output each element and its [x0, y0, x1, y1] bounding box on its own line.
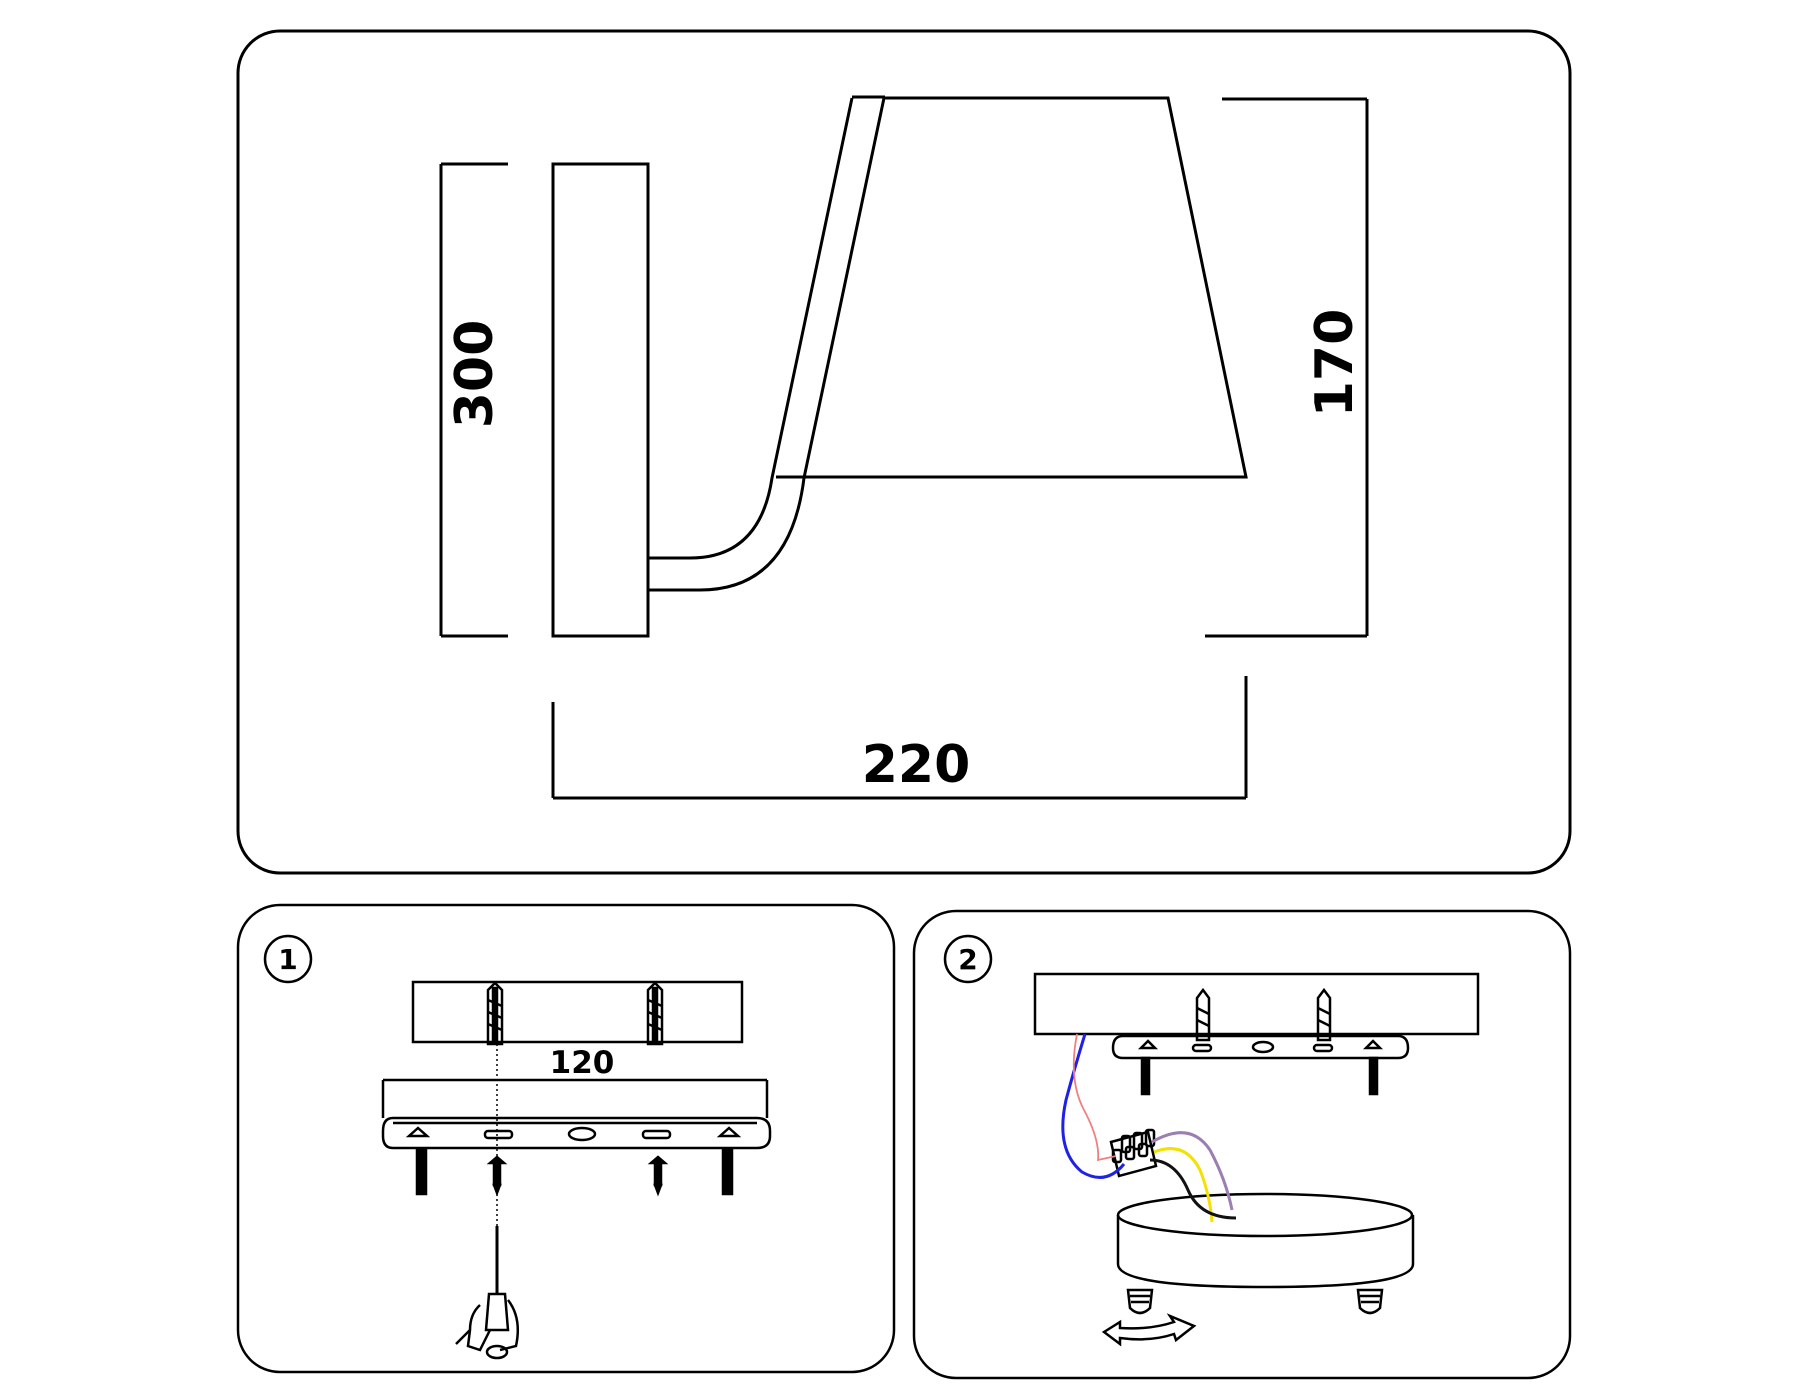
step2-dowel-left — [1195, 987, 1211, 1042]
height-dimension-line — [439, 162, 508, 638]
step2-wall — [1033, 972, 1480, 1036]
step1-spacing-bracket — [381, 1078, 769, 1118]
step2-panel — [912, 909, 1572, 1380]
step1-panel-frame — [236, 903, 896, 1374]
wall-dowel-left — [486, 981, 504, 1046]
terminal-block-icon — [1109, 1128, 1158, 1178]
mounting-bar-slot-right — [641, 1129, 672, 1140]
base-screw-right — [1356, 1288, 1384, 1315]
wires — [1061, 1033, 1237, 1223]
step2-number-circle — [943, 934, 993, 984]
wall-dowel-right — [646, 981, 664, 1046]
depth-dimension-line — [551, 676, 1248, 800]
wall-plate — [551, 162, 650, 638]
mounting-bar-hole-left — [405, 1126, 431, 1138]
step1-spacing-label: 120 — [550, 1045, 615, 1081]
step2-stud-right — [1368, 1056, 1379, 1096]
wire-black — [1149, 1158, 1237, 1220]
mounting-bar-center-hole — [567, 1126, 597, 1142]
lamp-arm-upper — [648, 97, 854, 560]
lamp-shade — [776, 96, 1248, 479]
step2-stud-left — [1140, 1056, 1151, 1096]
mounting-bar — [381, 1116, 772, 1150]
wire-purple — [1151, 1131, 1234, 1211]
step2-dowel-right — [1316, 987, 1332, 1042]
step1-number: 1 — [278, 943, 297, 976]
screw-right — [647, 1155, 669, 1197]
shade-height-dimension-line — [1205, 97, 1369, 638]
mounting-stud-right — [721, 1147, 734, 1196]
shade-height-label: 170 — [1305, 309, 1365, 418]
step2-mounting-bar — [1111, 1034, 1410, 1060]
step1-number-circle — [263, 934, 313, 984]
wire-red — [1072, 1033, 1117, 1162]
step1-wall — [411, 980, 744, 1044]
height-label: 300 — [445, 320, 505, 429]
wire-yellow — [1153, 1147, 1214, 1223]
step2-panel-frame — [912, 909, 1572, 1380]
mounting-bar-slot-left — [483, 1129, 514, 1140]
rotation-arrow-icon — [1101, 1313, 1197, 1347]
step2-number: 2 — [958, 943, 977, 976]
dimension-panel-frame — [236, 29, 1572, 875]
lamp-arm-lower — [648, 97, 886, 592]
mounting-bar-hole-right — [716, 1126, 742, 1138]
dimension-panel — [236, 29, 1572, 875]
depth-label: 220 — [862, 735, 971, 795]
mounting-stud-left — [415, 1147, 428, 1196]
wire-blue — [1061, 1033, 1126, 1179]
step1-panel — [236, 903, 896, 1374]
lamp-base-side — [1116, 1215, 1415, 1289]
base-screw-left — [1126, 1288, 1154, 1315]
screwdriver-icon — [455, 1226, 519, 1360]
lamp-base-top — [1116, 1192, 1414, 1238]
